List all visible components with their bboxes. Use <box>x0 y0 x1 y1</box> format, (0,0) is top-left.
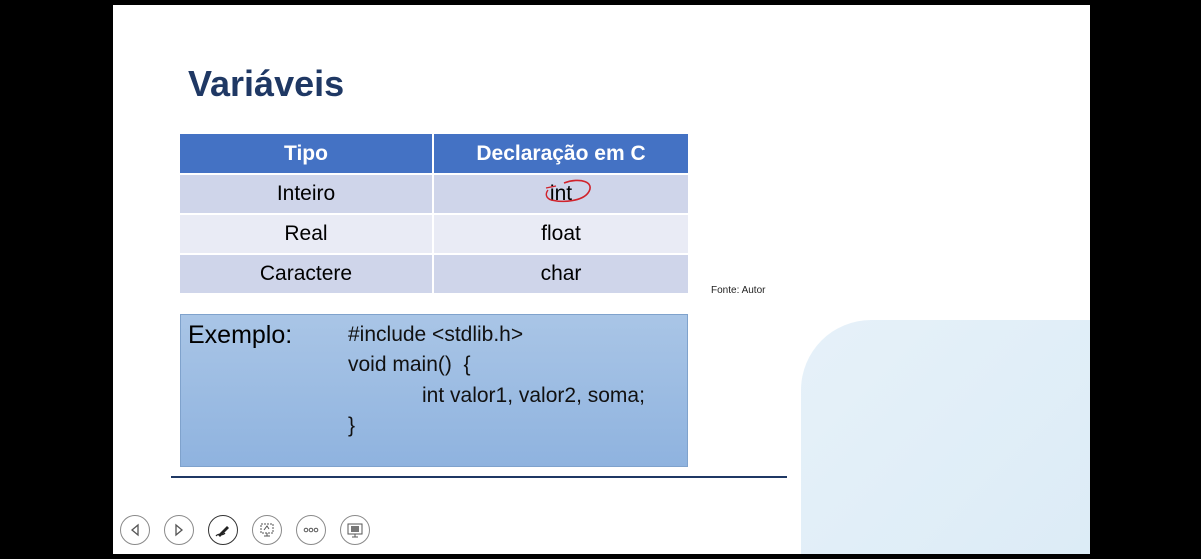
presenter-toolbar <box>120 515 370 549</box>
table-header-row: Tipo Declaração em C <box>180 134 688 174</box>
presentation-slide: Variáveis Tipo Declaração em C Inteiro i… <box>113 5 1090 554</box>
more-options-button[interactable] <box>296 515 326 545</box>
code-line: } <box>348 414 356 437</box>
code-line: #include <stdlib.h> <box>348 323 524 346</box>
ellipsis-icon <box>303 527 319 533</box>
triangle-right-icon <box>175 523 184 537</box>
slides-grid-icon <box>260 523 274 537</box>
table-row: Real float <box>180 213 688 254</box>
table-row: Caractere char <box>180 253 688 293</box>
triangle-left-icon <box>130 523 139 537</box>
slide-title: Variáveis <box>188 63 345 104</box>
example-box: Exemplo: #include <stdlib.h> void main()… <box>180 314 688 467</box>
pen-icon <box>215 526 229 537</box>
example-label: Exemplo: <box>188 321 293 349</box>
cell-declaracao: float <box>433 213 688 254</box>
source-caption: Fonte: Autor <box>711 285 766 296</box>
column-header-declaracao: Declaração em C <box>433 134 688 174</box>
variables-table: Tipo Declaração em C Inteiro int Real fl… <box>180 134 688 293</box>
ink-annotation <box>545 179 591 203</box>
cell-tipo: Inteiro <box>180 173 434 214</box>
code-line: void main() { <box>348 353 471 376</box>
annotated-value: int <box>545 179 591 206</box>
code-line: int valor1, valor2, soma; <box>422 384 645 407</box>
zoom-slide-button[interactable] <box>340 515 370 545</box>
cell-declaracao-text: int <box>549 182 573 205</box>
divider-line <box>171 476 787 478</box>
decorative-shape <box>801 320 1090 554</box>
table-row: Inteiro int <box>180 173 688 214</box>
cell-declaracao: char <box>433 253 688 293</box>
previous-slide-button[interactable] <box>120 515 150 545</box>
zoom-icon <box>347 523 363 538</box>
column-header-tipo: Tipo <box>180 134 434 174</box>
see-all-slides-button[interactable] <box>252 515 282 545</box>
pen-tool-button[interactable] <box>208 515 238 545</box>
next-slide-button[interactable] <box>164 515 194 545</box>
cell-tipo: Real <box>180 213 434 254</box>
cell-tipo: Caractere <box>180 253 434 293</box>
cell-declaracao: int <box>433 173 688 214</box>
